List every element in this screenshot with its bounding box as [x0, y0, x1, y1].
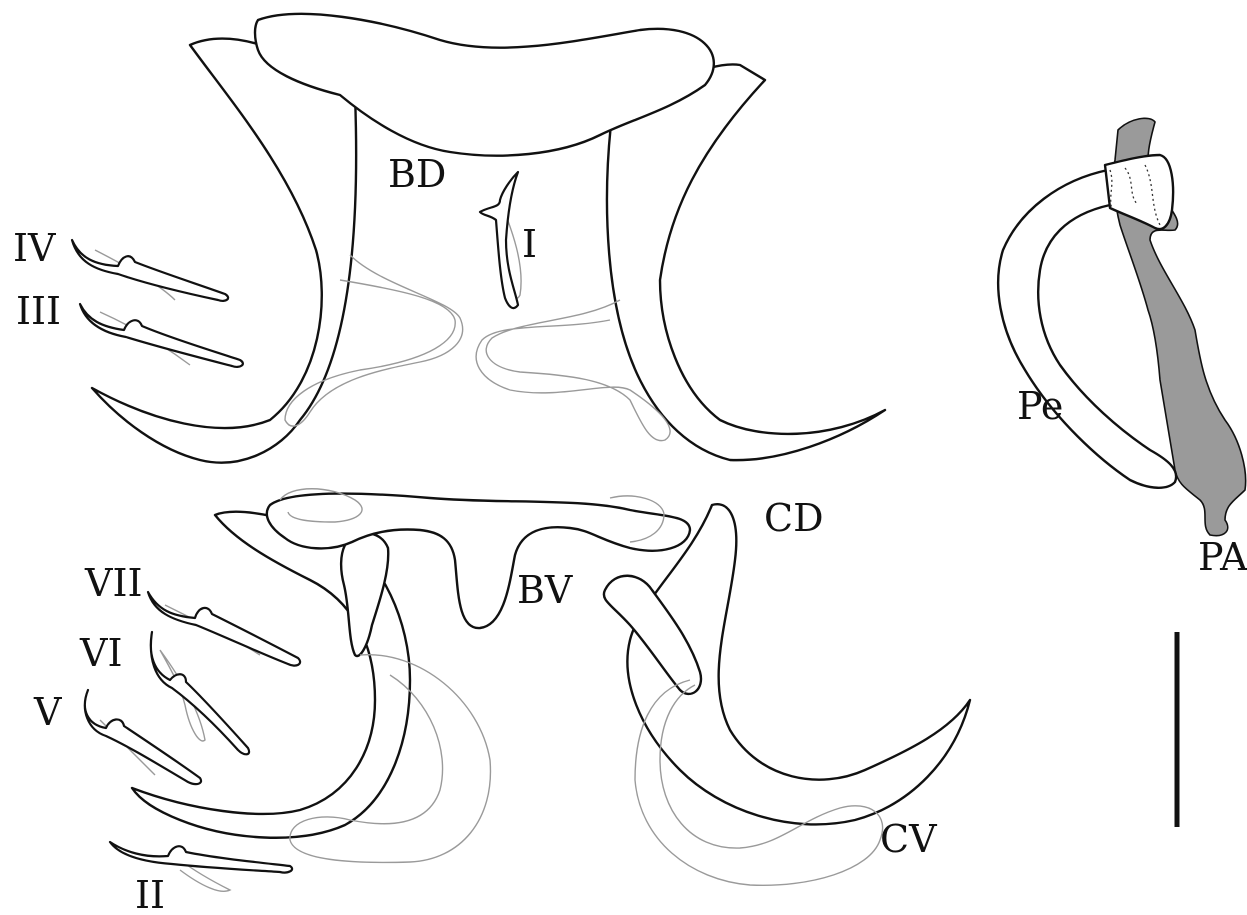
hook-III	[80, 304, 243, 367]
hook-VI	[151, 632, 249, 754]
ventral-complex	[132, 489, 970, 886]
label-hook-VII: VII	[84, 561, 142, 605]
label-hook-III: III	[16, 289, 61, 333]
label-hook-I: I	[522, 222, 537, 266]
dorsal-anchor-right	[607, 64, 885, 460]
label-Pe: Pe	[1017, 384, 1063, 428]
label-BD: BD	[388, 152, 446, 196]
label-PA: PA	[1198, 535, 1247, 579]
label-BV: BV	[517, 568, 573, 612]
hook-IV	[72, 240, 228, 301]
label-hook-IV: IV	[13, 226, 56, 270]
copulatory-organ	[998, 118, 1245, 535]
penis-opening	[1105, 155, 1173, 229]
dorsal-anchor-left	[92, 39, 356, 463]
hook-V	[85, 690, 201, 784]
hook-I	[480, 172, 521, 308]
hook-VII	[148, 592, 300, 666]
label-hook-V: V	[33, 690, 62, 734]
label-hook-II: II	[135, 873, 165, 915]
label-hook-VI: VI	[79, 631, 122, 675]
dorsal-complex	[92, 14, 885, 463]
label-CV: CV	[880, 817, 937, 861]
label-CD: CD	[764, 496, 824, 540]
